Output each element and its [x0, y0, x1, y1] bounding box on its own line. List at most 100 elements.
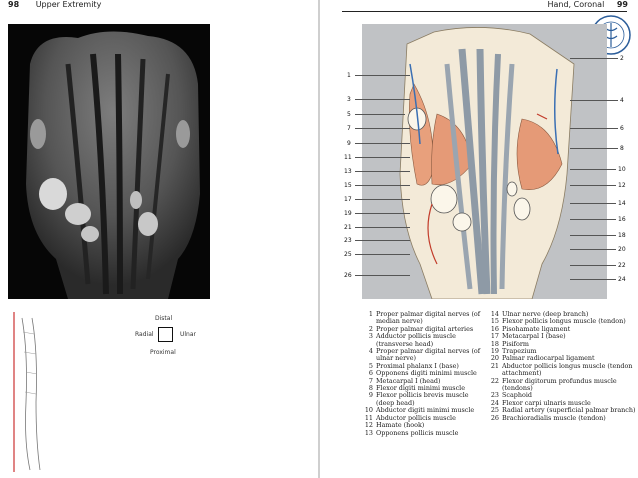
callout-number: 6	[620, 125, 624, 132]
left-page-header: 98 Upper Extremity	[8, 0, 101, 12]
legend-number: 26	[490, 413, 499, 422]
legend-number: 4	[368, 347, 373, 356]
callout-number: 10	[618, 166, 626, 173]
callout-number: 22	[618, 262, 626, 269]
legend-text: Brachioradialis muscle (tendon)	[502, 413, 606, 422]
callout-number: 9	[347, 140, 351, 147]
callout-number: 14	[618, 200, 626, 207]
leader-line	[355, 171, 410, 172]
legend-number: 11	[364, 413, 373, 422]
leader-line	[570, 148, 618, 149]
legend-text: Proper palmar digital nerves (of median …	[376, 310, 481, 326]
mri-image	[8, 24, 210, 299]
callout-number: 11	[344, 154, 352, 161]
leader-line	[355, 199, 410, 200]
leader-line	[355, 227, 410, 228]
legend-number: 19	[490, 347, 499, 356]
callout-number: 13	[344, 168, 352, 175]
legend-number: 23	[490, 391, 499, 400]
callout-number: 8	[620, 145, 624, 152]
callout-number: 26	[344, 272, 352, 279]
callout-number: 24	[618, 276, 626, 283]
left-page-title: Upper Extremity	[35, 0, 102, 9]
legend-number: 21	[490, 361, 499, 370]
legend-text: Opponens pollicis muscle	[376, 428, 459, 437]
callout-number: 25	[344, 251, 352, 258]
legend-number: 12	[364, 421, 373, 430]
callout-number: 2	[620, 55, 624, 62]
leader-line	[355, 75, 410, 76]
legend-text: Proximal phalanx I (base)	[376, 361, 459, 370]
leader-line	[570, 249, 616, 250]
callout-number: 16	[618, 216, 626, 223]
leader-line	[570, 219, 616, 220]
leader-line	[570, 128, 618, 129]
legend-number: 17	[490, 332, 499, 341]
legend-text: Flexor carpi ulnaris muscle	[502, 398, 591, 407]
leader-line	[355, 275, 410, 276]
leader-line	[570, 265, 616, 266]
leader-line	[355, 240, 410, 241]
leader-line	[570, 58, 618, 59]
leader-line	[355, 99, 410, 100]
legend-text: Adductor pollicis muscle (transverse hea…	[376, 332, 456, 348]
legend-number: 15	[490, 317, 499, 326]
legend-text: Scaphoid	[502, 391, 532, 400]
leader-line	[570, 235, 616, 236]
callout-number: 1	[347, 72, 351, 79]
callout-number: 17	[344, 196, 352, 203]
legend-number: 3	[368, 332, 373, 341]
left-page-number: 98	[8, 0, 20, 9]
leader-line	[355, 157, 410, 158]
legend-number: 16	[490, 324, 499, 333]
right-page-title: Hand, Coronal	[547, 0, 605, 9]
orientation-radial: Radial	[135, 331, 154, 338]
arm-schematic	[8, 312, 48, 472]
leader-line	[355, 254, 410, 255]
callout-number: 7	[347, 125, 351, 132]
legend-number: 14	[490, 310, 499, 318]
legend-number: 5	[368, 361, 373, 370]
leader-line	[570, 100, 618, 101]
legend-text: Proper palmar digital arteries	[376, 324, 474, 333]
leader-line	[570, 203, 616, 204]
legend-number: 9	[368, 391, 373, 400]
legend-number: 18	[490, 339, 499, 348]
header-rule	[342, 11, 627, 12]
right-page-header: Hand, Coronal 99	[547, 0, 628, 12]
callout-number: 5	[347, 111, 351, 118]
callout-number: 15	[344, 182, 352, 189]
legend-text: Flexor pollicis brevis muscle (deep head…	[376, 391, 469, 407]
leader-line	[355, 128, 410, 129]
orientation-distal: Distal	[155, 315, 173, 322]
legend-text: Metacarpal I (base)	[502, 332, 566, 341]
legend-text: Opponens digiti minimi muscle	[376, 369, 477, 378]
callout-number: 12	[618, 182, 626, 189]
orientation-ulnar: Ulnar	[180, 331, 197, 338]
legend-text: Pisiform	[502, 339, 529, 348]
leader-line	[355, 213, 410, 214]
